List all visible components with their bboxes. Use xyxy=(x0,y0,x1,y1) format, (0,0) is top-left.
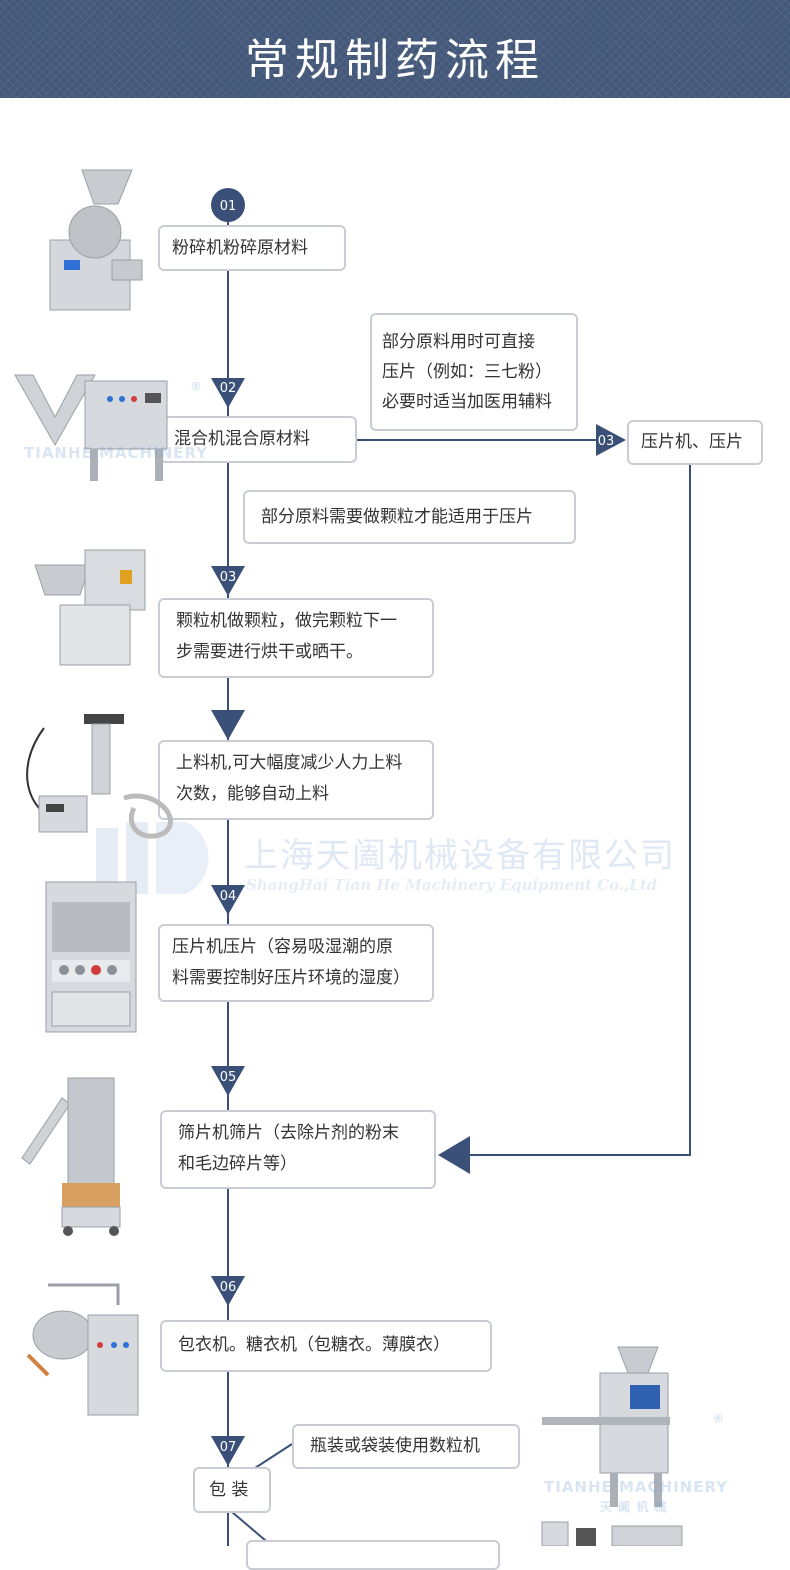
badge-05: 05 xyxy=(220,1070,237,1085)
arrow-down-02 xyxy=(211,378,245,408)
counting-machine-icon xyxy=(542,1346,670,1507)
badge-01: 01 xyxy=(220,199,237,214)
arrow-down-04 xyxy=(211,885,245,915)
step-01-box: 粉碎机粉碎原材料 xyxy=(158,225,346,271)
step-05-line-2: 和毛边碎片等） xyxy=(178,1154,297,1174)
step-04-line-1: 压片机压片（容易吸湿潮的原 xyxy=(172,937,393,957)
watermark-registered-1: ® xyxy=(190,380,203,394)
watermark-company-cn: 上海天阖机械设备有限公司 xyxy=(244,836,676,876)
arrow-down-03 xyxy=(211,566,245,596)
bottom-machines-icon xyxy=(541,1521,683,1546)
arrow-right-branch xyxy=(596,424,626,456)
step-07-box: 包 装 xyxy=(193,1467,271,1513)
watermark-logo-icon xyxy=(96,822,209,894)
watermark-registered-2: ® xyxy=(712,1412,725,1426)
page-title: 常规制药流程 xyxy=(245,35,545,86)
arrow-down-06 xyxy=(211,1276,245,1306)
step-04-box: 压片机压片（容易吸湿潮的原 料需要控制好压片环境的湿度） xyxy=(158,924,434,1002)
packaging-note-connector xyxy=(251,1443,293,1471)
granulator-machine-icon xyxy=(34,549,146,666)
step-03-line-1: 颗粒机做颗粒，做完颗粒下一 xyxy=(176,611,397,631)
granule-note-box: 部分原料需要做颗粒才能适用于压片 xyxy=(243,490,576,544)
step-01-label: 粉碎机粉碎原材料 xyxy=(172,238,308,258)
badge-circle-01 xyxy=(211,188,245,222)
branch-note-line-3: 必要时适当加医用辅料 xyxy=(382,392,552,412)
badge-02: 02 xyxy=(220,381,237,396)
arrow-down-07 xyxy=(211,1436,245,1466)
branch-note-line-2: 压片（例如：三七粉） xyxy=(382,362,552,382)
granule-note-label: 部分原料需要做颗粒才能适用于压片 xyxy=(261,507,533,527)
packaging-note-box: 瓶装或袋装使用数粒机 xyxy=(292,1424,520,1469)
feeder-line-1: 上料机,可大幅度减少人力上料 xyxy=(176,753,403,773)
watermark-brand-cn: 天 阖 机 械 xyxy=(600,1500,668,1514)
header-banner: 常规制药流程 xyxy=(0,0,790,98)
step-06-box: 包衣机。糖衣机（包糖衣。薄膜衣） xyxy=(160,1320,492,1372)
pulverizer-machine-icon xyxy=(49,169,143,311)
step-03-box: 颗粒机做颗粒，做完颗粒下一 步需要进行烘干或晒干。 xyxy=(158,598,434,678)
tablet-sifter-machine-icon xyxy=(21,1077,121,1236)
feeder-box: 上料机,可大幅度减少人力上料 次数，能够自动上料 xyxy=(158,740,434,820)
packaging-note-label: 瓶装或袋装使用数粒机 xyxy=(310,1436,480,1456)
branch-box: 压片机、压片 xyxy=(627,420,763,465)
badge-06: 06 xyxy=(220,1280,237,1295)
badge-04: 04 xyxy=(220,889,237,904)
arrow-down-feeder xyxy=(211,710,245,740)
bottom-cut-box xyxy=(246,1540,500,1570)
branch-label: 压片机、压片 xyxy=(641,432,743,452)
arrow-down-05 xyxy=(211,1066,245,1096)
badge-03: 03 xyxy=(220,570,237,585)
badge-branch-03: 03 xyxy=(598,434,615,449)
branch-note-box: 部分原料用时可直接 压片（例如：三七粉） 必要时适当加医用辅料 xyxy=(370,313,578,431)
step-05-box: 筛片机筛片（去除片剂的粉末 和毛边碎片等） xyxy=(160,1110,436,1189)
step-04-line-2: 料需要控制好压片环境的湿度） xyxy=(172,968,410,988)
step-07-label: 包 装 xyxy=(209,1480,249,1500)
vacuum-feeder-machine-icon xyxy=(26,714,173,839)
watermark-brand-2: TIANHE MACHINERY xyxy=(544,1478,729,1496)
step-06-label: 包衣机。糖衣机（包糖衣。薄膜衣） xyxy=(178,1335,450,1355)
feeder-line-2: 次数，能够自动上料 xyxy=(176,784,329,804)
coating-machine-icon xyxy=(26,1283,139,1416)
v-mixer-machine-icon xyxy=(14,374,168,481)
step-05-line-1: 筛片机筛片（去除片剂的粉末 xyxy=(178,1123,399,1143)
watermark-brand-1: TIANHE MACHINERY xyxy=(24,444,209,462)
branch-note-line-1: 部分原料用时可直接 xyxy=(382,332,535,352)
tablet-press-machine-icon xyxy=(45,881,137,1033)
arrow-left-return xyxy=(438,1136,470,1174)
badge-07: 07 xyxy=(220,1440,237,1455)
step-03-line-2: 步需要进行烘干或晒干。 xyxy=(176,642,363,662)
watermark-company-en: ShangHai Tian He Machinery Equipment Co.… xyxy=(246,876,658,894)
step-02-label: 混合机混合原材料 xyxy=(174,429,310,449)
branch-return-line xyxy=(465,463,691,1156)
step-02-box: 混合机混合原材料 xyxy=(160,416,357,463)
